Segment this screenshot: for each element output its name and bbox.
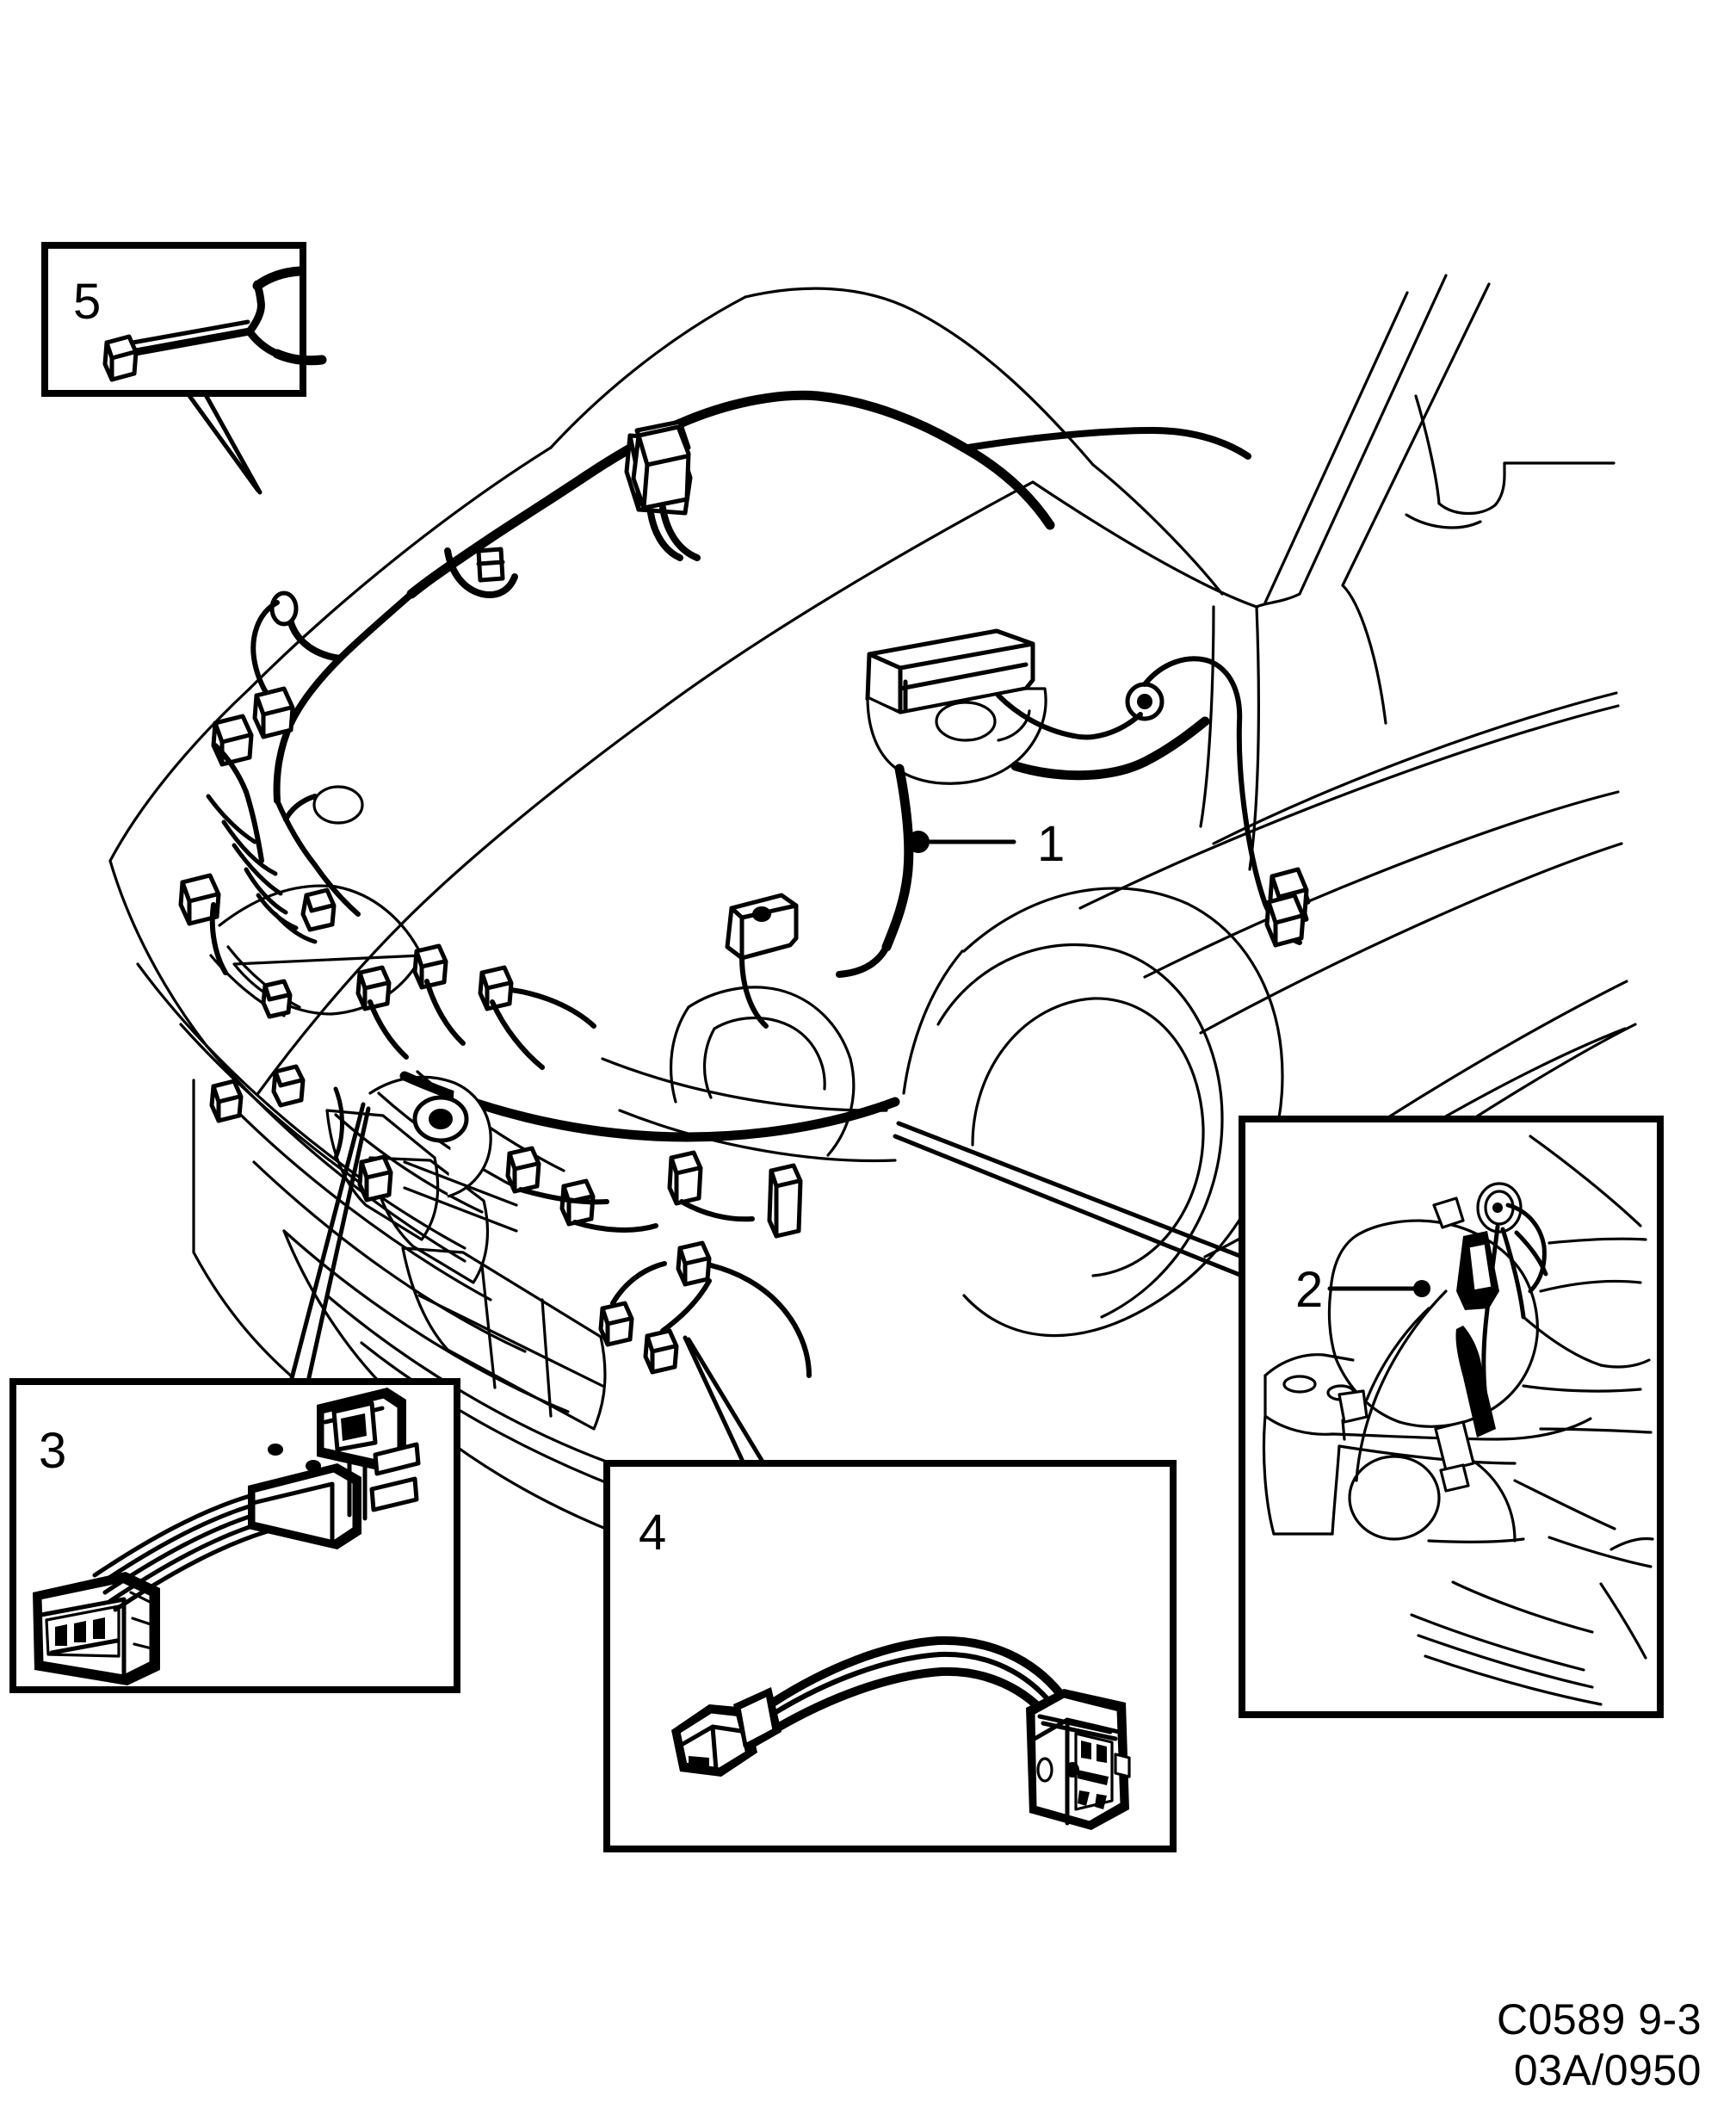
detail-box-2-leader-to-car-2 [896,1121,1245,1259]
detail-box-3-leader-2 [306,1106,371,1384]
caption-line-2: 03A/0950 [1513,2046,1702,2094]
detail-box-5-leader-2 [202,391,263,495]
detail-box-4: 4 [603,1335,1177,1852]
callout-1: 1 [907,816,1065,872]
detail-box-2-leader-to-car [893,1134,1245,1278]
front-lower-connector-field [271,893,900,1378]
detail-box-2-leader-dot [1413,1280,1430,1297]
detail-box-5: 5 [41,242,327,495]
detail-box-4-leader [683,1335,746,1466]
figure-caption: C0589 9-3 03A/0950 [1497,1994,1702,2096]
detail-box-2-frame [1239,1116,1664,1718]
detail-box-3-number: 3 [39,1423,66,1479]
detail-box-4-leader-2 [686,1337,765,1464]
front-left-harness-branches [178,590,364,1123]
caption-line-1: C0589 9-3 [1497,1995,1702,2044]
detail-box-2: 2 [1239,1116,1664,1718]
detail-box-4-number: 4 [639,1505,666,1561]
callout-1-number: 1 [1037,816,1065,872]
engine-harness-main [337,390,1311,978]
detail-box-3: 3 [9,1378,460,1693]
callout-1-dot [907,831,930,853]
right-fender-connectors [1264,867,1309,948]
detail-box-2-number: 2 [1295,1262,1323,1318]
detail-box-5-number: 5 [73,274,101,330]
detail-box-5-leader [185,391,261,493]
detail-box-3-leader [288,1102,366,1384]
